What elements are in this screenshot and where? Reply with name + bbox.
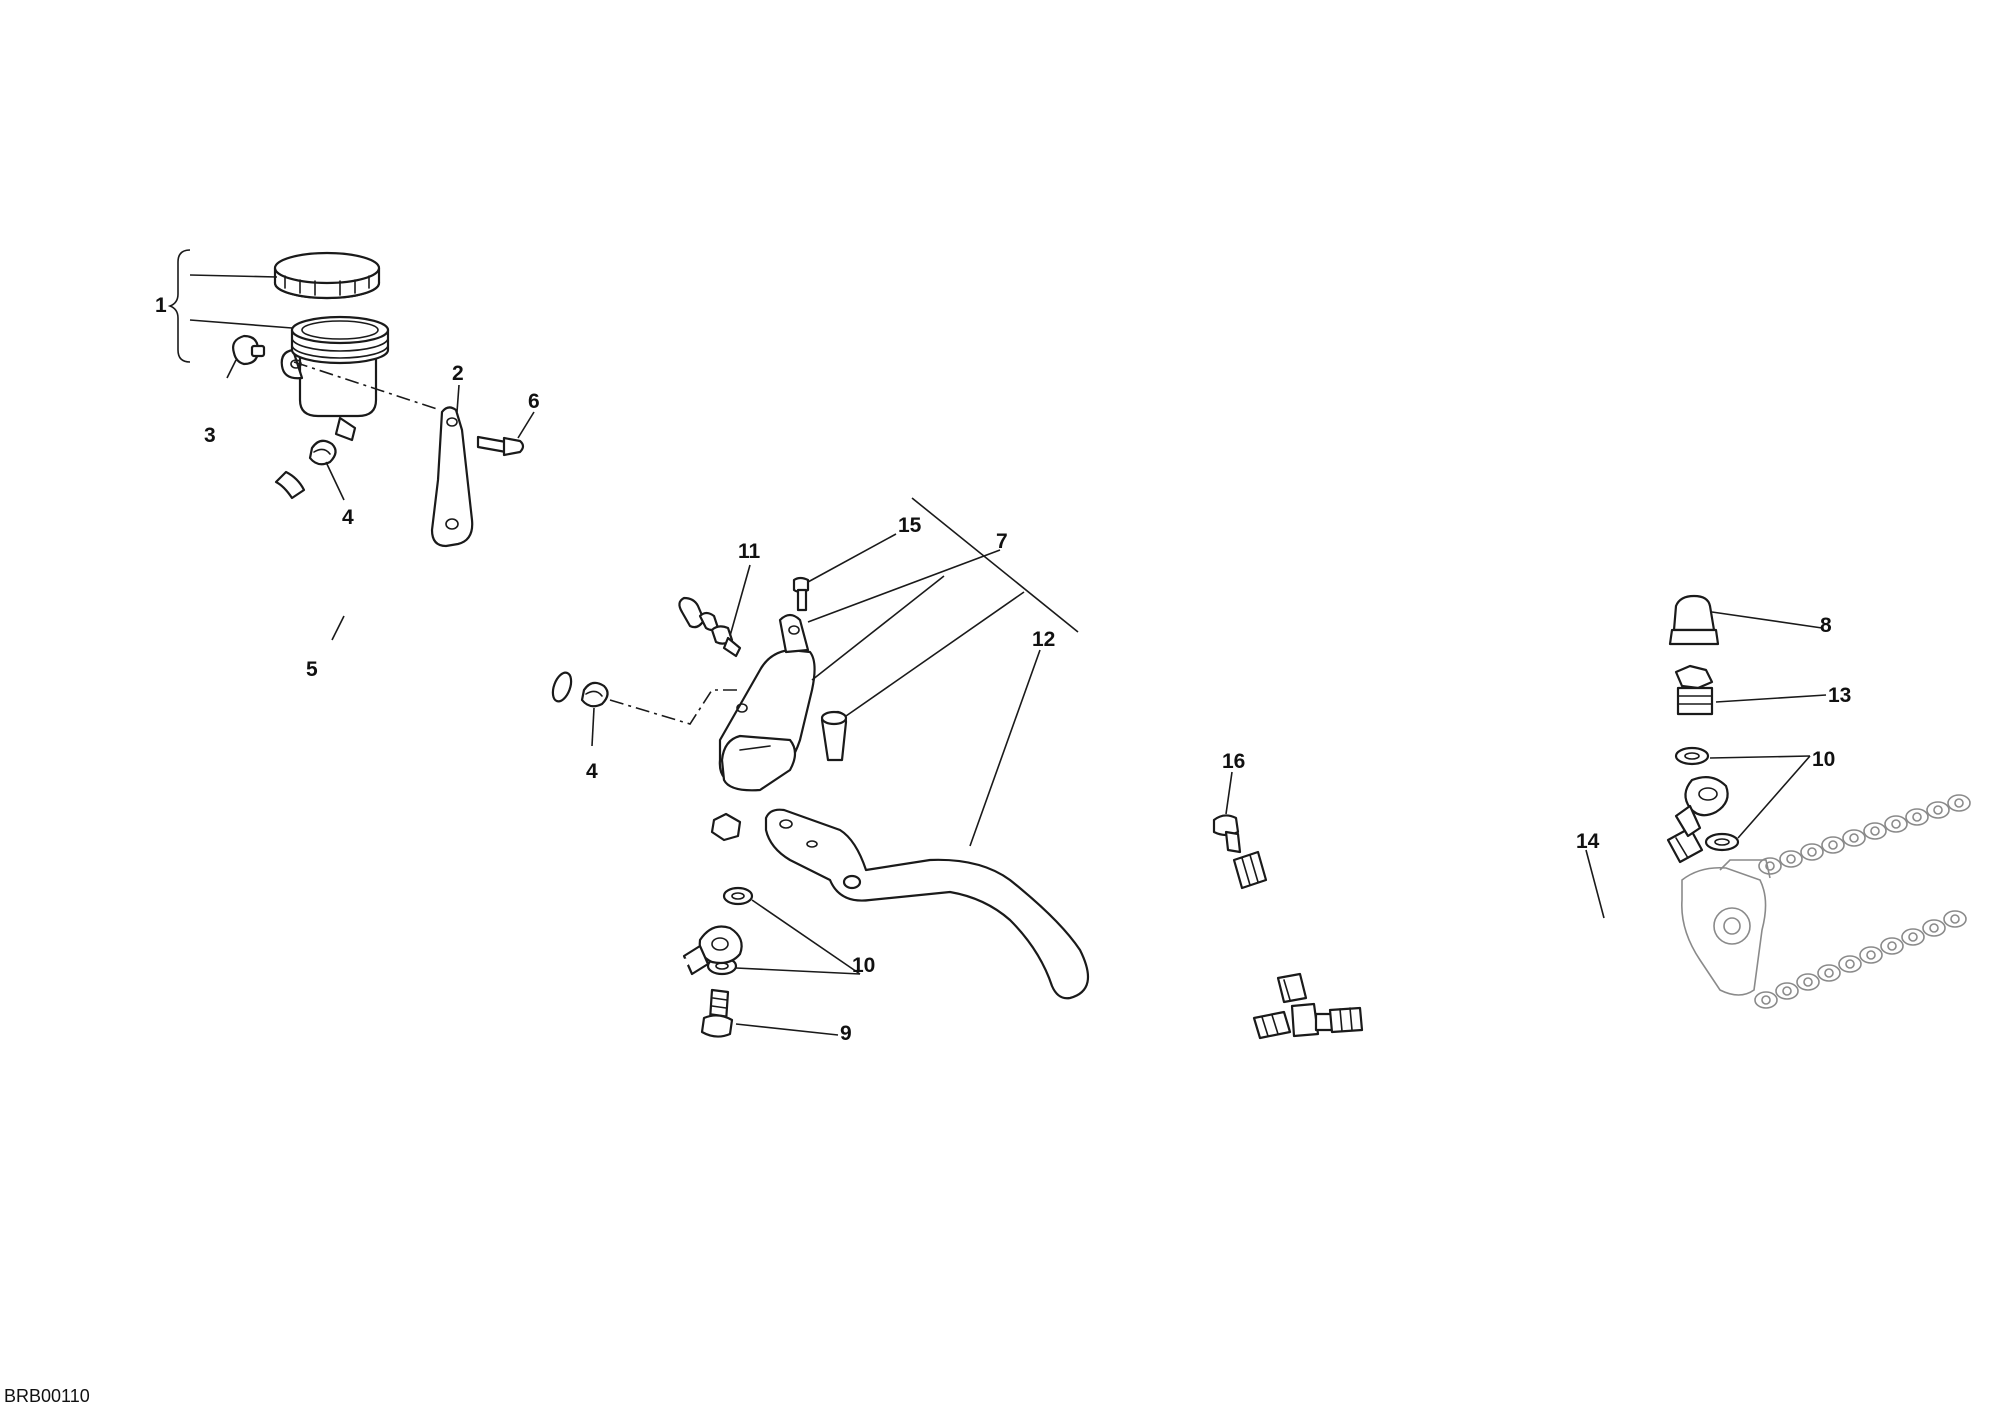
hose-clamp-upper	[308, 439, 337, 466]
chain-pin	[1887, 941, 1897, 951]
callout-1: 1	[155, 294, 167, 317]
chain-pin	[1807, 847, 1817, 857]
reservoir-bolt	[232, 334, 266, 366]
callout-7: 7	[996, 530, 1008, 553]
bracket-screw	[476, 435, 525, 457]
callout-15: 15	[898, 514, 922, 537]
hose-crimp-fitting-3	[1276, 972, 1308, 1004]
banjo-bolt-left	[700, 988, 734, 1038]
chain-link	[1859, 946, 1883, 964]
chain-pin	[1803, 977, 1813, 987]
washer-upper-left	[722, 886, 754, 906]
chain-pin	[1891, 819, 1901, 829]
hose-crimp-fitting-2	[1328, 1006, 1364, 1034]
reservoir-body	[280, 315, 390, 442]
chain-link	[1817, 964, 1841, 982]
hose-crimp-fitting-4	[1232, 850, 1268, 890]
chain-pin	[1866, 950, 1876, 960]
top-screw	[792, 576, 810, 612]
lever-pivot-pin	[820, 710, 848, 762]
banjo-fitting-left	[682, 925, 743, 976]
callout-10-left: 10	[852, 954, 875, 977]
washer-lower-right	[1704, 832, 1740, 852]
banjo-fitting-right	[1674, 775, 1729, 838]
callout-4-upper: 4	[342, 506, 354, 529]
chain-link	[1922, 919, 1946, 937]
chain-pin	[1929, 923, 1939, 933]
chain-pin	[1950, 914, 1960, 924]
callout-6: 6	[528, 390, 540, 413]
chain-link	[1821, 836, 1845, 854]
chain-pin	[1782, 986, 1792, 996]
callout-5: 5	[306, 658, 318, 681]
chain-pin	[1849, 833, 1859, 843]
callout-9: 9	[840, 1022, 852, 1045]
small-nut	[710, 812, 742, 842]
chain-pin	[1786, 854, 1796, 864]
bleed-valve	[1674, 664, 1714, 716]
chain-link	[1796, 973, 1820, 991]
fitting-bleeder	[678, 596, 742, 658]
washer-upper-right	[1674, 746, 1710, 766]
callout-11: 11	[738, 540, 761, 563]
hose-crimp-fitting-1	[1252, 1010, 1292, 1040]
chain-link	[1863, 822, 1887, 840]
reservoir-bracket	[430, 406, 474, 548]
drawing-code: BRB00110	[4, 1386, 90, 1406]
slave-cylinder-chain	[1681, 859, 1771, 996]
drive-chain-upper	[1758, 794, 1971, 875]
bleed-screw-16	[1212, 814, 1242, 854]
chain-pin	[1954, 798, 1964, 808]
callout-13: 13	[1828, 684, 1851, 707]
reservoir-hose	[262, 470, 574, 703]
main-hydraulic-hose	[631, 838, 1704, 1154]
callout-2: 2	[452, 362, 464, 385]
chain-link	[1758, 857, 1782, 875]
chain-link	[1943, 910, 1967, 928]
chain-link	[1947, 794, 1971, 812]
callout-3: 3	[204, 424, 216, 447]
chain-pin	[1912, 812, 1922, 822]
callout-14: 14	[1576, 830, 1600, 853]
master-cylinder	[718, 613, 816, 792]
chain-pin	[1933, 805, 1943, 815]
callout-10-right: 10	[1812, 748, 1835, 771]
tee-fitting	[1290, 1002, 1334, 1038]
chain-link	[1884, 815, 1908, 833]
chain-link	[1754, 991, 1778, 1009]
callout-12: 12	[1032, 628, 1055, 651]
callout-8: 8	[1820, 614, 1832, 637]
chain-pin	[1828, 840, 1838, 850]
chain-pin	[1765, 861, 1775, 871]
bleed-valve-cap	[1668, 594, 1720, 646]
chain-pin	[1761, 995, 1771, 1005]
chain-link	[1775, 982, 1799, 1000]
callout-16: 16	[1222, 750, 1245, 773]
chain-pin	[1824, 968, 1834, 978]
callout-4-lower: 4	[586, 760, 598, 783]
hose-clamp-lower	[580, 681, 609, 708]
chain-link	[1842, 829, 1866, 847]
chain-link	[1838, 955, 1862, 973]
hose-crimp-fitting-5	[1666, 826, 1704, 864]
bracket-item-7	[911, 497, 1079, 633]
clutch-lever	[764, 808, 1090, 1000]
chain-pin	[1870, 826, 1880, 836]
chain-link	[1800, 843, 1824, 861]
chain-link	[1779, 850, 1803, 868]
chain-link	[1880, 937, 1904, 955]
chain-link	[1905, 808, 1929, 826]
reservoir-cap	[273, 251, 381, 300]
chain-link	[1926, 801, 1950, 819]
chain-pin	[1908, 932, 1918, 942]
chain-pin	[1845, 959, 1855, 969]
bracket-item-1	[167, 249, 191, 363]
chain-link	[1901, 928, 1925, 946]
drive-chain-lower	[1754, 910, 1967, 1009]
